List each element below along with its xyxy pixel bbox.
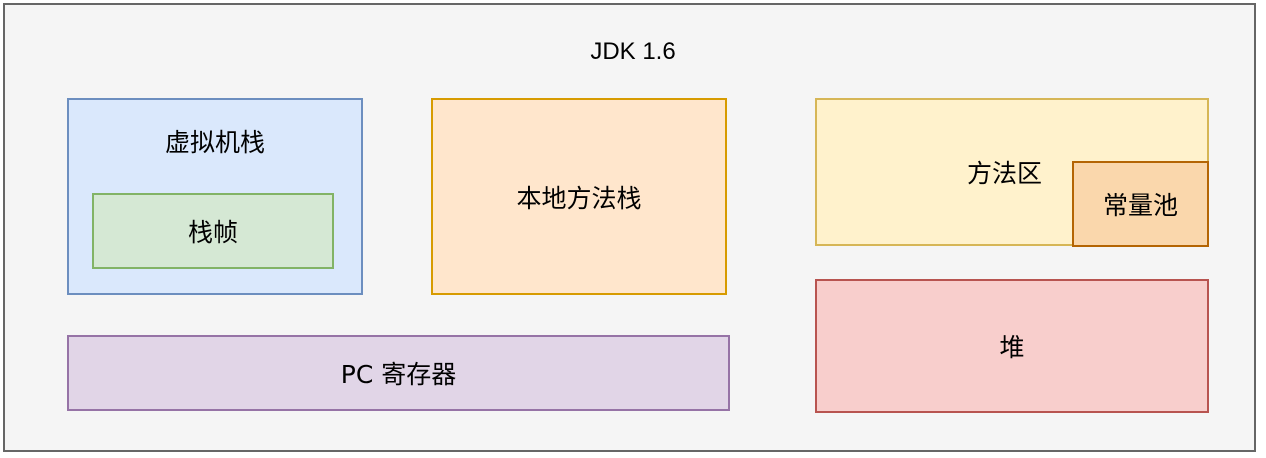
stack-frame-label: 栈帧 (187, 218, 238, 247)
stack-frame-box: 栈帧 (92, 193, 334, 269)
vm-stack-label: 虚拟机栈 (164, 128, 265, 157)
constant-pool-label: 常量池 (1102, 191, 1178, 220)
method-area-label: 方法区 (967, 159, 1043, 188)
pc-register-box: PC 寄存器 (67, 335, 730, 411)
diagram-title: JDK 1.6 (590, 38, 676, 65)
heap-label: 堆 (999, 333, 1025, 362)
heap-box: 堆 (815, 279, 1209, 413)
native-method-stack-box: 本地方法栈 (431, 98, 727, 295)
native-method-stack-label: 本地方法栈 (516, 183, 642, 213)
constant-pool-box: 常量池 (1072, 161, 1209, 247)
pc-register-label: PC 寄存器 (340, 360, 457, 389)
